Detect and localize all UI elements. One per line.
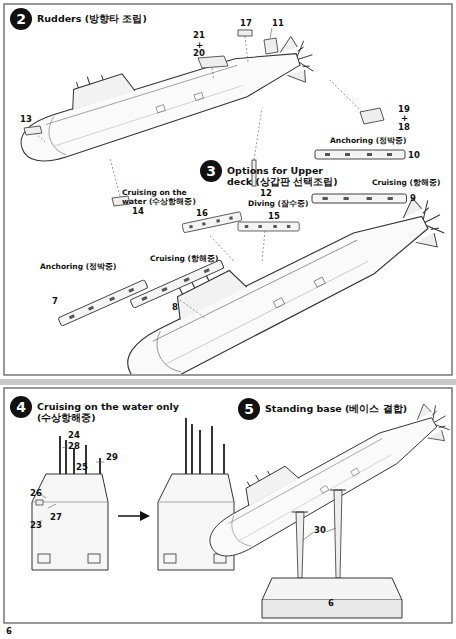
callout-number: 29 [106,452,118,462]
step3-illustration [182,212,242,233]
step4-illustration [140,511,150,521]
callout-number: 24 [68,430,80,440]
step3-illustration [315,150,405,159]
step2-illustration [264,38,278,54]
step3-illustration [180,231,265,318]
option-caption: Cruising (항해중) [372,178,440,187]
step2-illustration [24,126,42,135]
step-number: 4 [10,396,32,418]
callout-number: 16 [196,208,208,218]
callout-number: 26 [30,488,42,498]
step5-illustration [292,490,346,512]
step2-illustration [330,80,362,112]
step-heading: 2 Rudders (방향타 조립) [10,8,210,30]
panel-frame [0,379,456,385]
callout-number: 28 [68,441,80,451]
callout-number: 27 [50,512,62,522]
step2-illustration [212,68,214,80]
callout-number: 21 [193,30,205,40]
step-number: 5 [238,398,260,420]
callout-number: 23 [30,520,42,530]
callout-number: 14 [132,206,144,216]
step5-illustration [262,578,402,600]
step4-illustration [32,418,234,570]
step4-illustration [36,500,43,505]
callout-number: 19 [398,104,410,114]
step-title: Cruising on the water only (수상항해중) [37,396,179,423]
panel-frame [4,388,452,623]
step5-illustration [296,490,342,578]
option-caption: Diving (잠수중) [248,199,308,208]
callout-number: + [401,113,408,123]
callout-number: 15 [268,211,280,221]
callout-number: 13 [20,114,32,124]
option-caption: Cruising on the water (수상항해중) [122,188,202,206]
callout-number: 11 [272,18,284,28]
callout-number: 7 [52,296,58,306]
step2-illustration [270,28,272,38]
callout-number: 30 [314,525,326,535]
step2-illustration [254,108,262,160]
callout-number: 18 [398,122,410,132]
callout-number: 6 [6,626,12,636]
step-number: 3 [200,160,222,182]
step3-illustration [238,222,299,231]
step2-illustration [7,9,384,206]
callout-number: 17 [240,18,252,28]
step-title: Standing base (베이스 결합) [265,398,407,414]
step2-illustration [360,108,384,124]
step3-illustration [58,280,148,327]
callout-number: 25 [76,462,88,472]
callout-number: 20 [193,48,205,58]
step2-illustration [7,9,319,171]
step2-illustration [110,158,120,196]
step2-illustration [35,133,45,142]
callout-number: 12 [260,188,272,198]
step-heading: 4Cruising on the water only (수상항해중) [10,396,180,423]
callout-number: 6 [328,598,334,608]
step4-illustration [60,436,100,474]
step3-illustration [105,166,451,374]
panel-frame [0,4,456,623]
option-caption: Anchoring (정박중) [330,136,407,145]
step4-illustration [118,515,140,517]
step5-illustration [191,379,456,566]
option-caption: Cruising (항해중) [150,254,218,263]
step-number: 2 [10,8,32,30]
step3-illustration [58,150,451,374]
step4-illustration [36,446,104,524]
option-caption: Anchoring (정박중) [40,262,117,271]
step4-illustration [186,418,224,474]
step2-illustration [245,36,248,62]
step3-illustration [312,194,407,203]
callout-number: 8 [172,302,178,312]
step-heading: 5 Standing base (베이스 결합) [238,398,438,420]
step2-illustration [238,30,252,36]
step-title: Options for Upper deck (상갑판 선택조립) [227,160,339,187]
step5-illustration [191,379,456,618]
callout-number: 10 [408,150,420,160]
step-heading: 3Options for Upper deck (상갑판 선택조립) [200,160,340,187]
step4-illustration [32,474,108,570]
callout-number: 9 [410,193,416,203]
step-title: Rudders (방향타 조립) [37,8,147,24]
